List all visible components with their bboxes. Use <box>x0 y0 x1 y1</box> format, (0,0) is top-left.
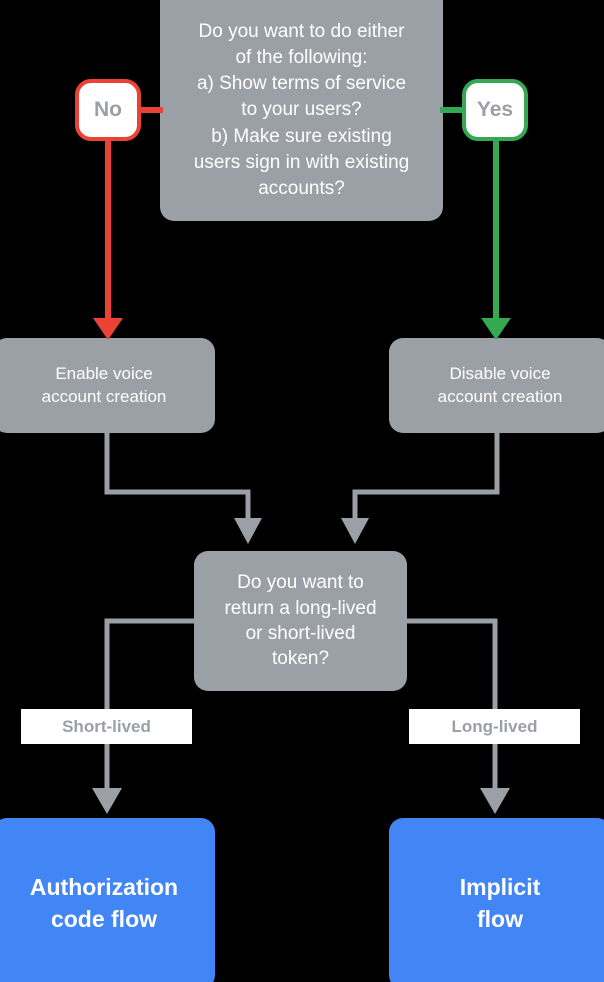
arrowhead-token-to-auth <box>92 788 122 814</box>
edge-label-short-lived: Short-lived <box>21 709 192 744</box>
token-decision-box[interactable]: Do you want to return a long-lived or sh… <box>194 551 407 691</box>
implicit-flow-box[interactable]: Implicit flow <box>389 818 604 982</box>
authorization-code-flow-box[interactable]: Authorization code flow <box>0 818 215 982</box>
authorization-code-flow-text: Authorization code flow <box>29 874 179 932</box>
edge-label-long-lived-text: Long-lived <box>451 716 538 736</box>
connector-enable-to-token <box>104 433 251 520</box>
connector-token-to-implicit <box>407 618 498 790</box>
token-decision-text: Do you want to return a long-lived or sh… <box>224 572 377 670</box>
enable-voice-account-creation-text: Enable voice account creation <box>41 364 167 406</box>
no-pill-label: No <box>94 98 122 121</box>
edge-label-long-lived: Long-lived <box>409 709 580 744</box>
arrowhead-no-to-enable <box>93 318 123 340</box>
connector-token-to-auth <box>104 618 194 790</box>
arrowhead-enable-to-token <box>234 518 262 544</box>
top-decision-box[interactable]: Do you want to do either of the followin… <box>160 0 443 221</box>
arrowhead-disable-to-token <box>341 518 369 544</box>
enable-voice-account-creation-box[interactable]: Enable voice account creation <box>0 338 215 433</box>
top-decision-text: Do you want to do either of the followin… <box>193 20 410 200</box>
arrowhead-yes-to-disable <box>481 318 511 340</box>
disable-voice-account-creation-box[interactable]: Disable voice account creation <box>389 338 604 433</box>
no-pill[interactable]: No <box>75 79 141 141</box>
arrowhead-token-to-implicit <box>480 788 510 814</box>
yes-pill-label: Yes <box>476 98 514 121</box>
implicit-flow-text: Implicit flow <box>459 874 541 932</box>
connector-disable-to-token <box>352 433 500 520</box>
disable-voice-account-creation-text: Disable voice account creation <box>437 364 563 406</box>
edge-label-short-lived-text: Short-lived <box>62 716 151 736</box>
yes-pill[interactable]: Yes <box>462 79 528 141</box>
